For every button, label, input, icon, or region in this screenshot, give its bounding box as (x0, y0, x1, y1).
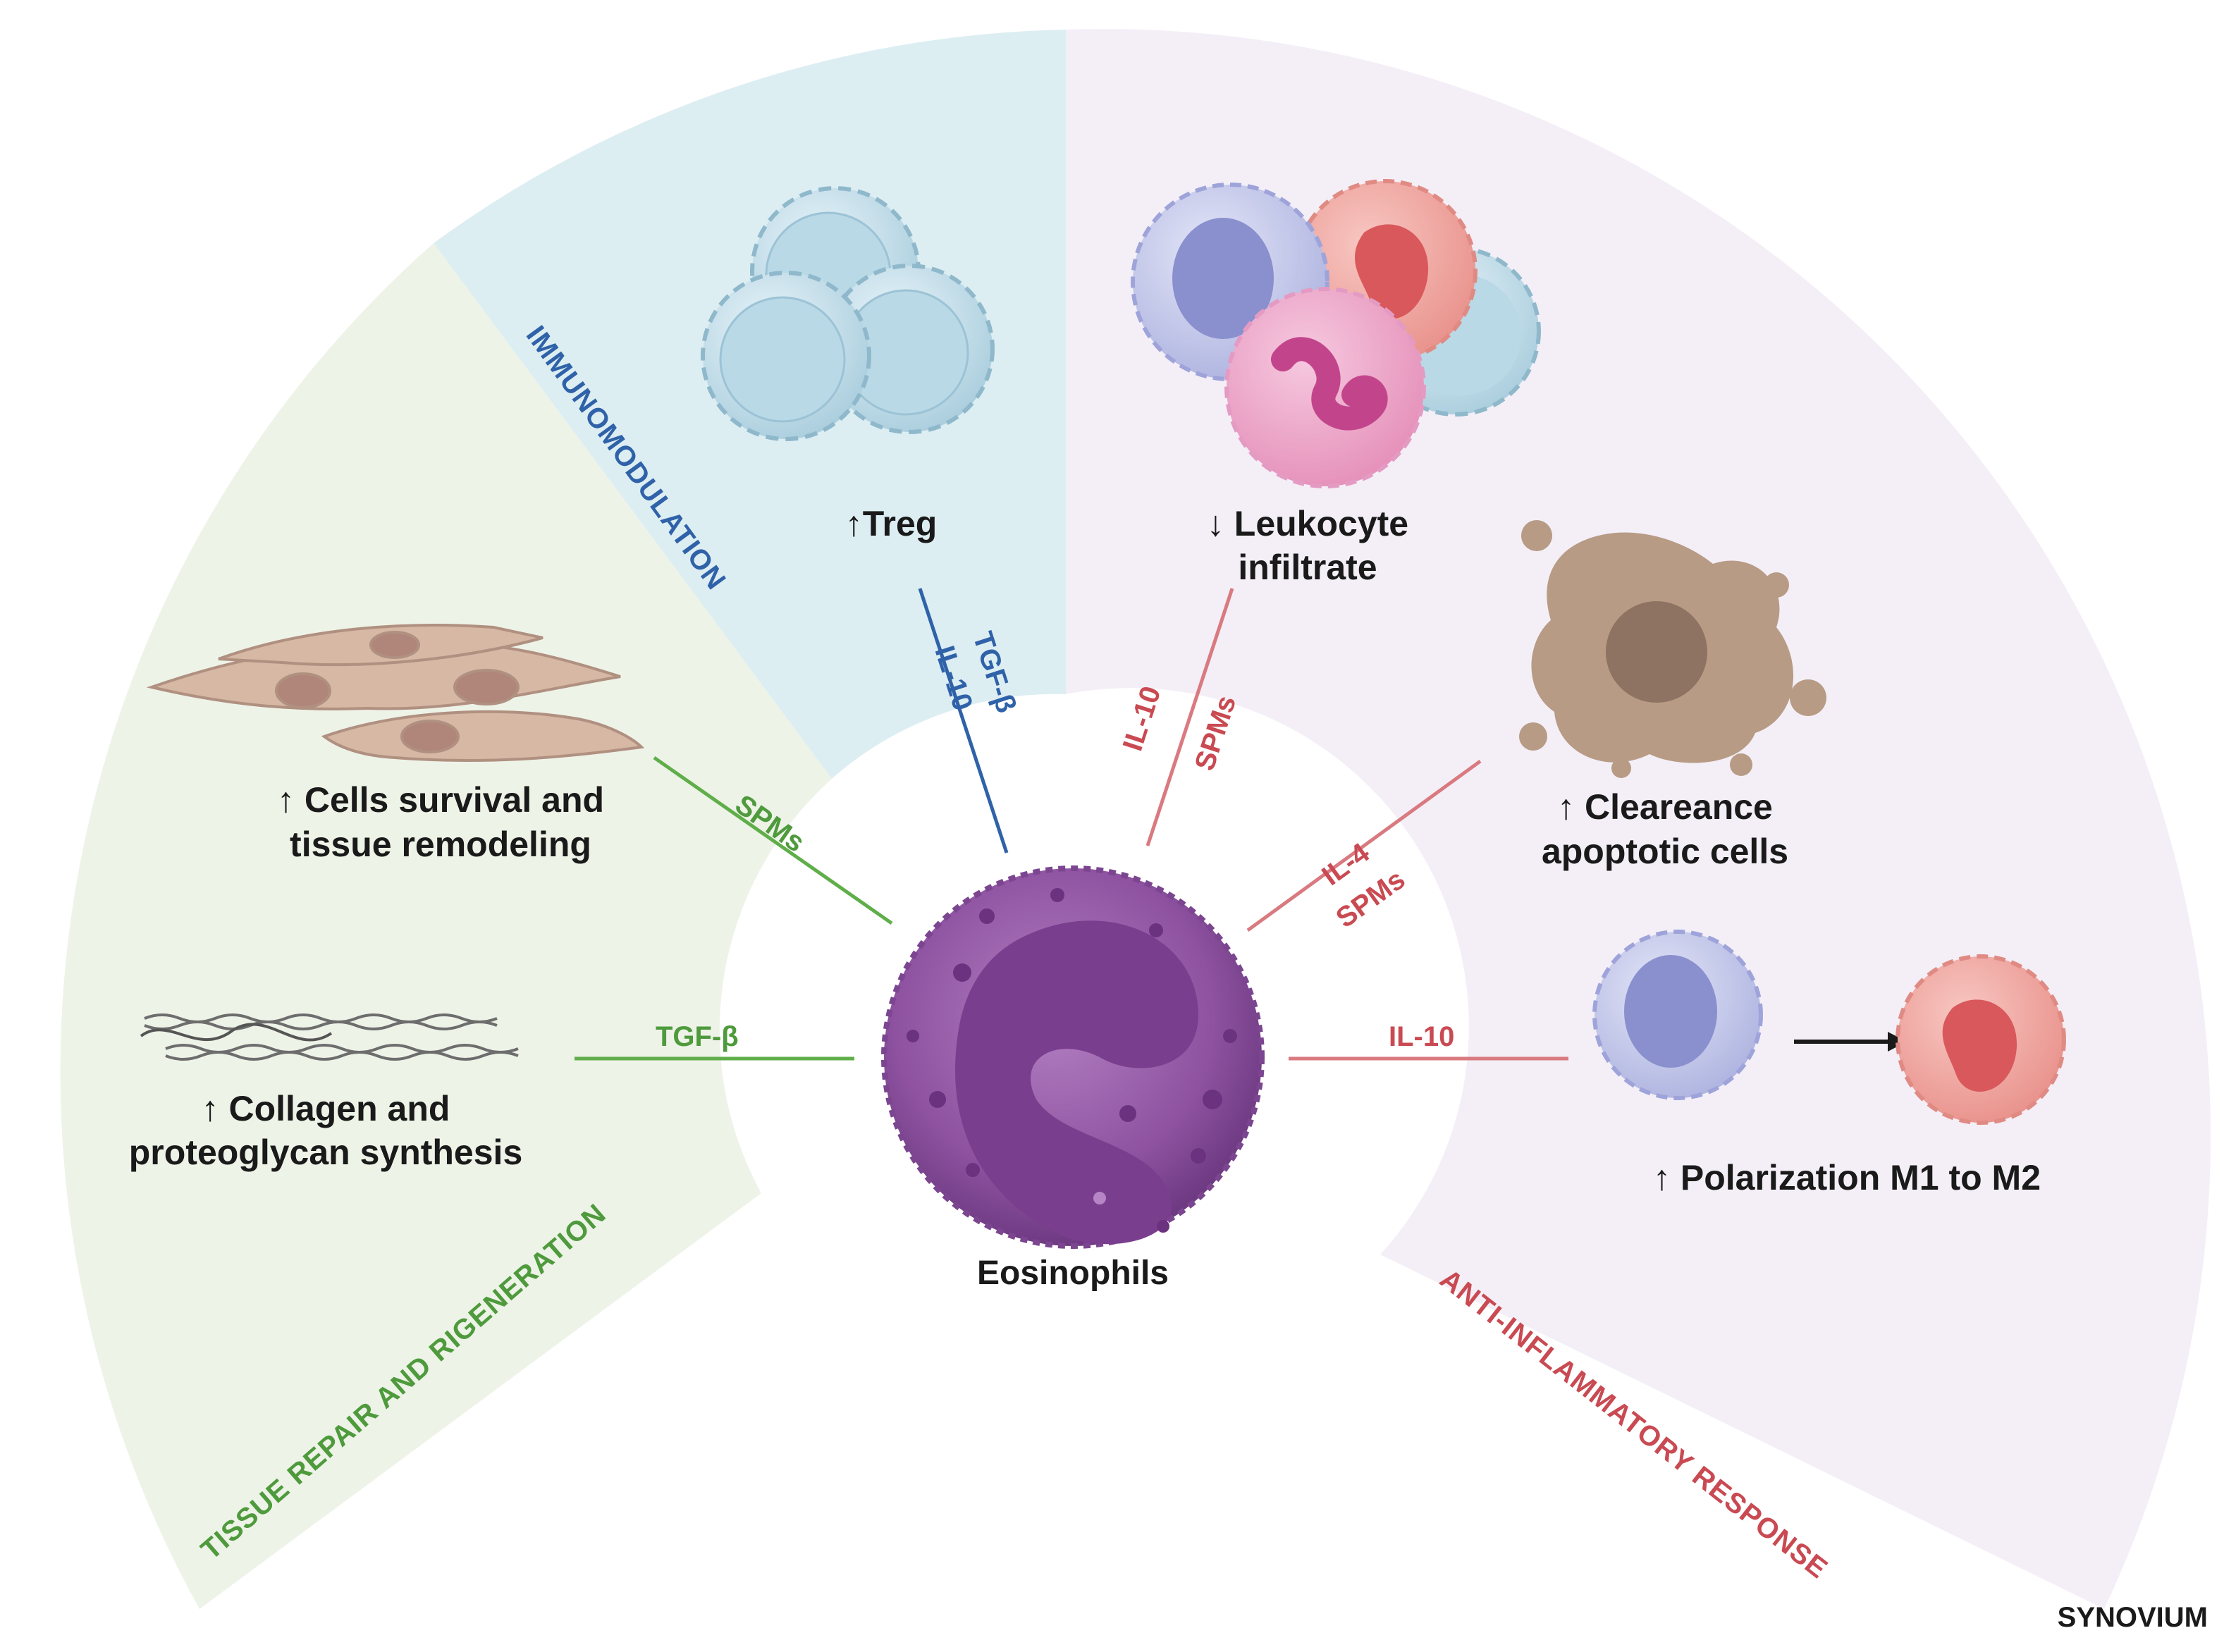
connector-treg (918, 588, 1009, 853)
connector-survival (653, 756, 893, 925)
mediator-leuk-spms: SPMs (1189, 692, 1243, 775)
effect-polarization-label: ↑ Polarization M1 to M2 (1653, 1158, 2041, 1197)
effect-clearance-line1: ↑ Cleareance (1557, 787, 1773, 827)
treg-cells-icon (701, 186, 995, 441)
effect-leukocyte-line2: infiltrate (1238, 548, 1377, 587)
collagen-fibers-icon (140, 1013, 519, 1061)
mediator-leuk-il10: IL-10 (1117, 682, 1167, 754)
leukocyte-cluster-icon (1131, 179, 1541, 488)
effect-treg-label: ↑Treg (845, 504, 938, 543)
effect-survival-line2: tissue remodeling (290, 825, 591, 864)
effect-collagen-line1: ↑ Collagen and (202, 1089, 450, 1128)
footer-synovium: SYNOVIUM (2058, 1602, 2208, 1633)
connector-leukocyte (1145, 588, 1234, 846)
effect-collagen-line2: proteoglycan synthesis (129, 1133, 523, 1172)
macrophage-polarization-icon (1592, 930, 2066, 1125)
fibroblast-cells-icon (146, 624, 645, 763)
eosinophil-icon (881, 865, 1265, 1249)
mediator-polar-il10: IL-10 (1389, 1021, 1454, 1052)
mediator-collagen-tgf: TGF-β (656, 1021, 739, 1052)
center-label: Eosinophils (977, 1255, 1169, 1292)
effect-clearance-line2: apoptotic cells (1542, 832, 1788, 871)
effect-leukocyte-line1: ↓ Leukocyte (1207, 504, 1408, 543)
sector-tissue-repair (60, 243, 833, 1609)
apoptotic-cell-icon (1519, 520, 1826, 778)
connector-clearance (1246, 759, 1482, 932)
effect-survival-line1: ↑ Cells survival and (277, 780, 604, 820)
